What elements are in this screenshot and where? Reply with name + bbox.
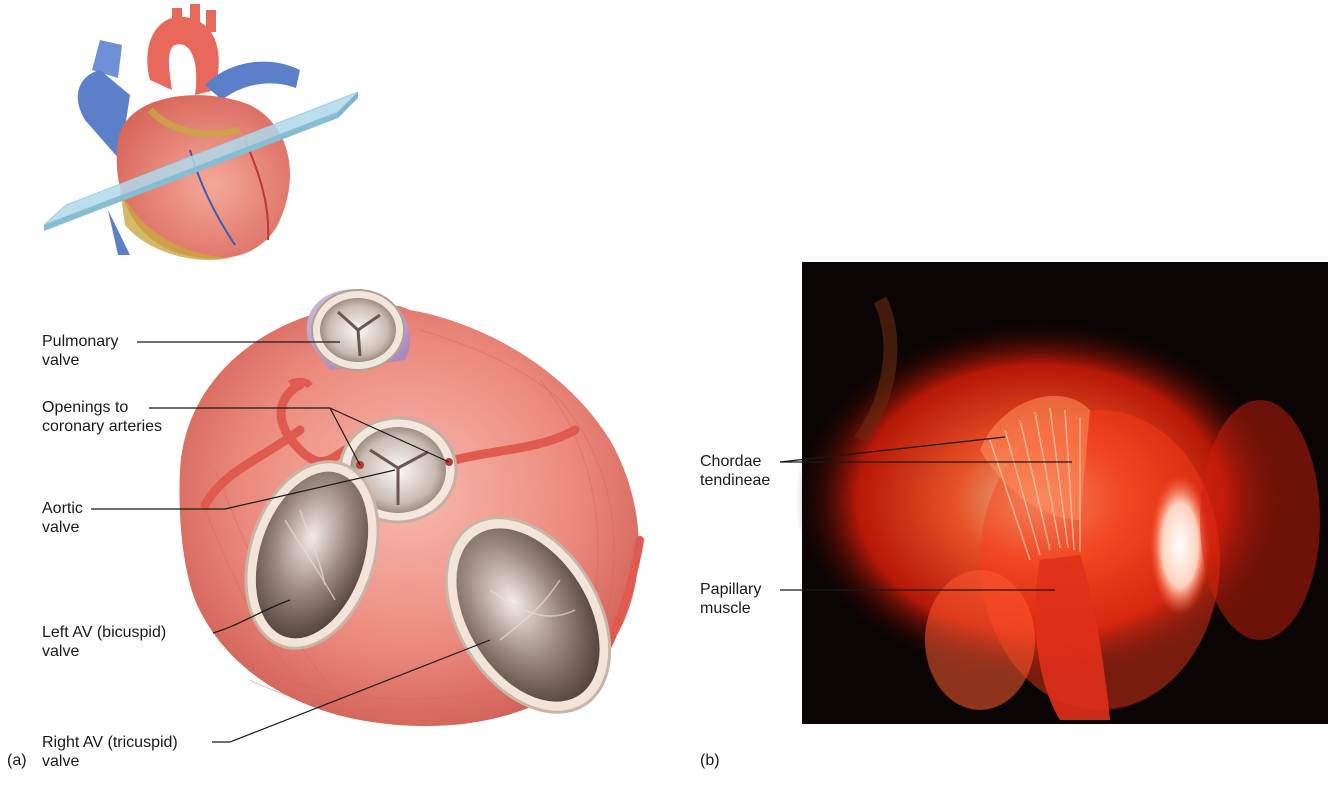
label-left-av-line2: valve (42, 642, 166, 661)
aortic-branch-1 (172, 8, 182, 30)
label-aortic-line1: Aortic (42, 499, 83, 518)
panel-label-b: (b) (700, 752, 720, 770)
label-chordae-line1: Chordae (700, 452, 770, 471)
label-right-av-line1: Right AV (tricuspid) (42, 733, 178, 752)
label-papillary-line2: muscle (700, 599, 761, 618)
aortic-branch-3 (206, 10, 216, 32)
pulmonary-artery-shape (205, 62, 300, 100)
heart-overview-illustration (44, 4, 358, 260)
label-papillary-muscle: Papillary muscle (700, 580, 761, 618)
label-right-av-line2: valve (42, 752, 178, 771)
label-left-av-valve: Left AV (bicuspid) valve (42, 623, 166, 661)
label-chordae-line2: tendineae (700, 471, 770, 490)
label-coronary-openings: Openings to coronary arteries (42, 398, 162, 436)
label-aortic-line2: valve (42, 518, 83, 537)
label-coronary-line2: coronary arteries (42, 417, 162, 436)
photo-right-wall (1200, 400, 1320, 640)
ventricle-photo (795, 262, 1328, 724)
label-aortic-valve: Aortic valve (42, 499, 83, 537)
panel-label-a: (a) (7, 752, 27, 770)
photo-trabeculae (925, 570, 1035, 710)
label-coronary-line1: Openings to (42, 398, 162, 417)
label-chordae-tendineae: Chordae tendineae (700, 452, 770, 490)
label-pulmonary-line2: valve (42, 351, 118, 370)
photo-bright-opening (1150, 475, 1210, 615)
label-pulmonary-line1: Pulmonary (42, 332, 118, 351)
label-pulmonary-valve: Pulmonary valve (42, 332, 118, 370)
label-papillary-line1: Papillary (700, 580, 761, 599)
aortic-branch-2 (190, 4, 200, 28)
valves-superior-view-illustration (180, 289, 644, 742)
label-right-av-valve: Right AV (tricuspid) valve (42, 733, 178, 771)
label-left-av-line1: Left AV (bicuspid) (42, 623, 166, 642)
